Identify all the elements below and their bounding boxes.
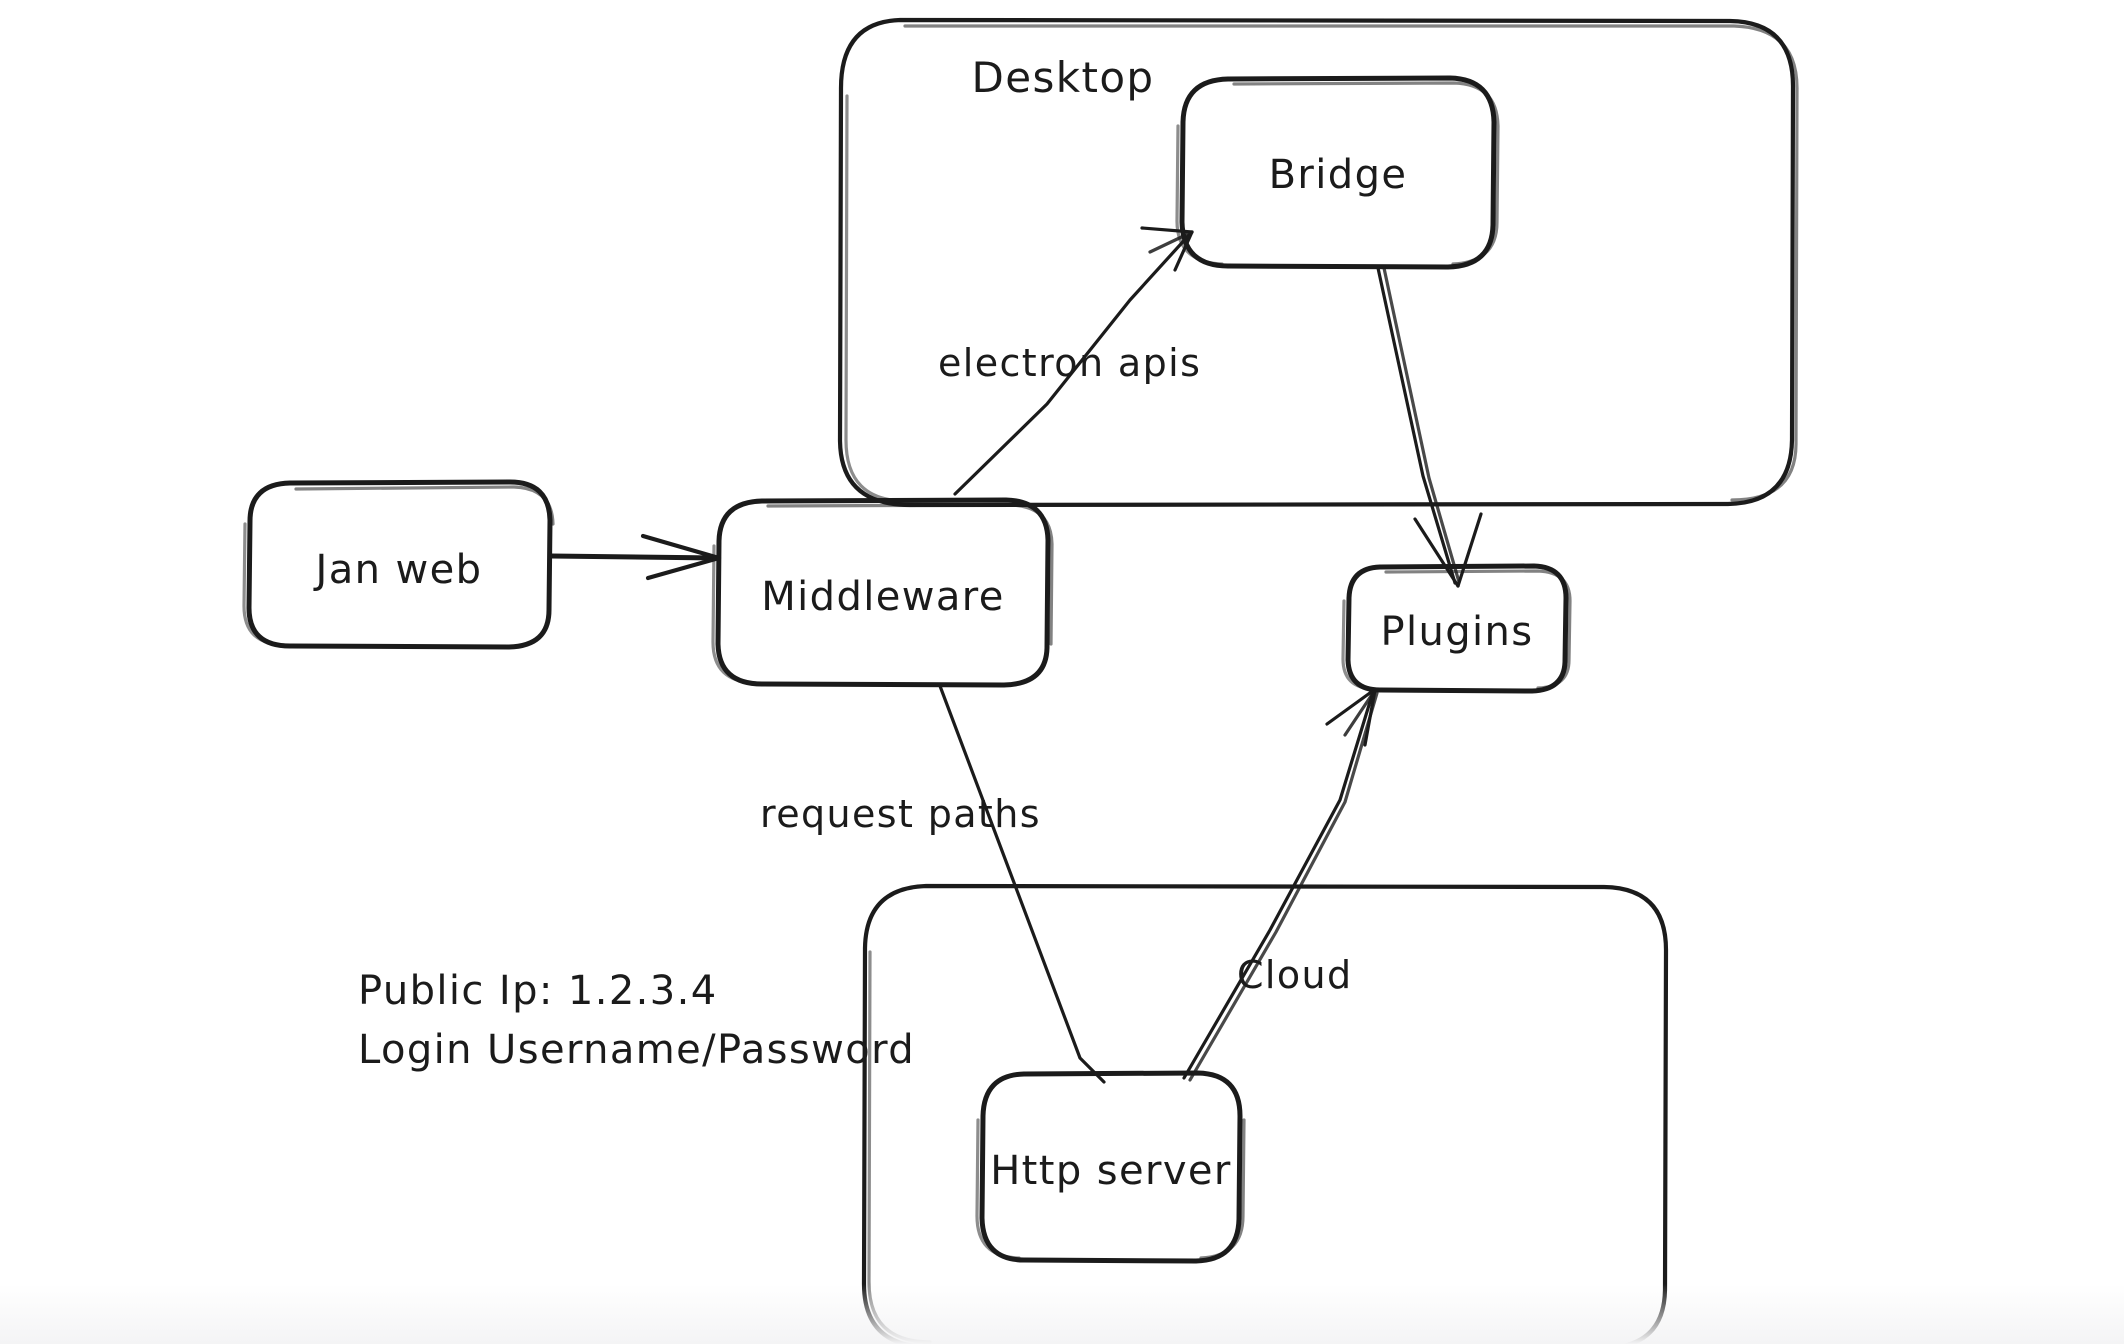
edge-middleware-to-bridge[interactable]: electron apis: [938, 226, 1201, 496]
edge-label-request-paths: request paths: [760, 792, 1041, 836]
node-label-bridge: Bridge: [1269, 152, 1408, 198]
group-label-desktop: Desktop: [971, 53, 1154, 102]
node-plugins[interactable]: Plugins: [1341, 563, 1572, 694]
edge-janweb-to-middleware[interactable]: [548, 533, 722, 581]
node-bridge[interactable]: Bridge: [1175, 75, 1500, 270]
node-label-http-server: Http server: [990, 1148, 1232, 1194]
node-jan-web[interactable]: Jan web: [242, 479, 555, 650]
edge-bridge-to-plugins[interactable]: [1376, 266, 1483, 588]
group-desktop[interactable]: Desktop: [837, 17, 1799, 508]
node-http-server[interactable]: Http server: [975, 1070, 1246, 1264]
node-middleware[interactable]: Middleware: [711, 497, 1054, 688]
edge-label-cloud: Cloud: [1237, 953, 1353, 997]
edge-httpserver-to-plugins[interactable]: Cloud: [1182, 688, 1379, 1082]
edge-label-electron-apis: electron apis: [938, 341, 1201, 385]
node-label-plugins: Plugins: [1380, 609, 1533, 655]
node-label-jan-web: Jan web: [313, 547, 483, 593]
edge-middleware-to-httpserver[interactable]: request paths: [760, 684, 1106, 1084]
node-label-middleware: Middleware: [761, 574, 1005, 620]
credentials-note: Public Ip: 1.2.3.4 Login Username/Passwo…: [358, 968, 915, 1073]
note-public-ip: Public Ip: 1.2.3.4: [358, 968, 718, 1014]
note-login: Login Username/Password: [358, 1027, 915, 1073]
